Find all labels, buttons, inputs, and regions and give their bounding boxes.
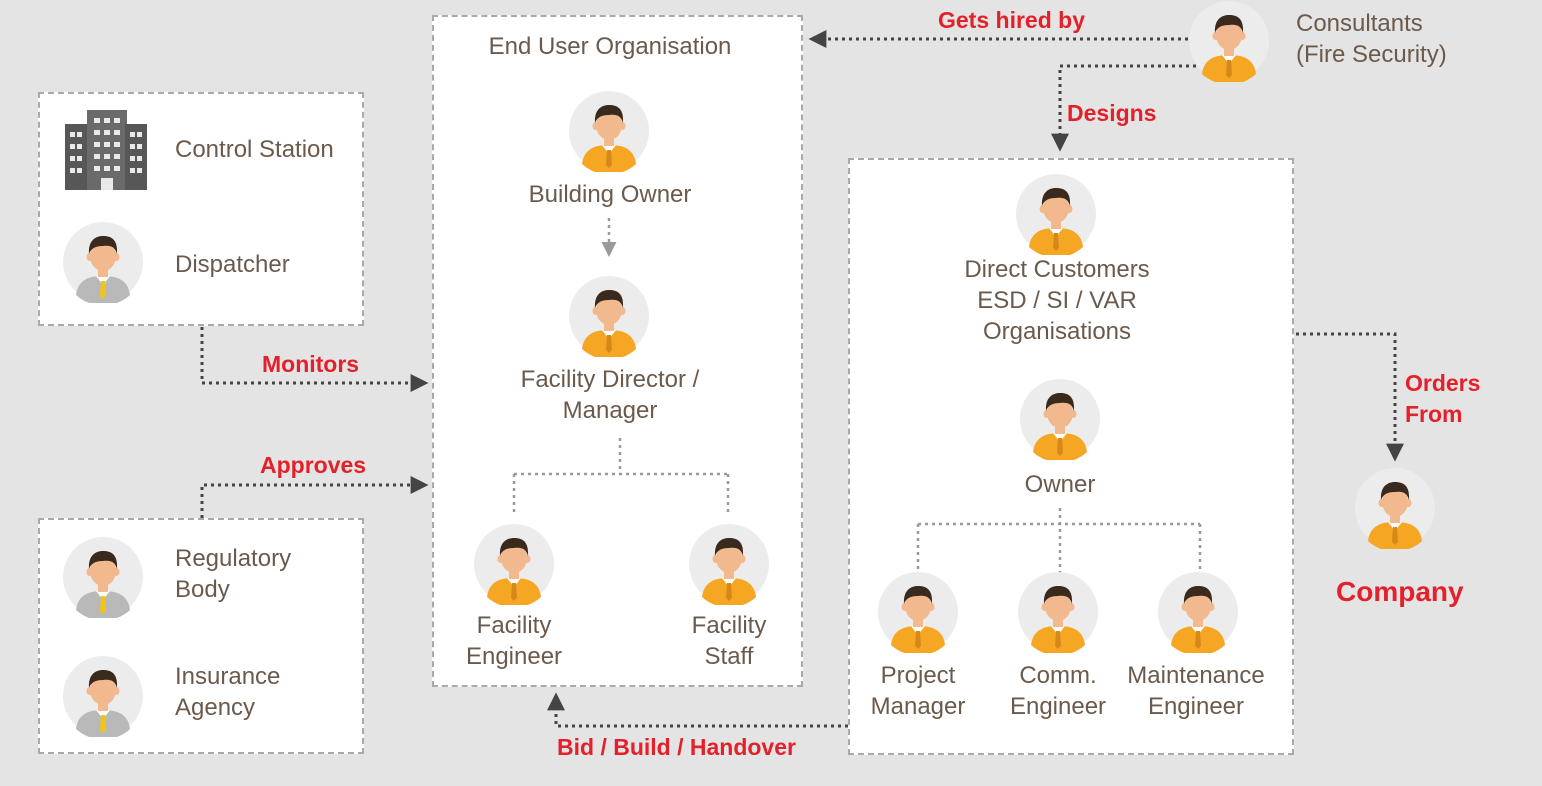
facility-director-label: Facility Director /Manager [520,366,700,424]
control-station-label: Control Station [175,136,334,163]
monitors-label: Monitors [262,351,360,377]
facility-engineer-avatar-icon [473,523,555,605]
dispatcher-label: Dispatcher [175,251,290,278]
comm-engineer-avatar-icon [1017,571,1099,653]
approves-connector [200,476,429,518]
regulatory-body-avatar-icon [62,536,144,618]
dispatcher-avatar-icon [62,221,144,303]
consultants-avatar-icon [1188,0,1270,82]
facility-director-avatar-icon [568,275,650,357]
building-owner-avatar-icon [568,90,650,172]
direct-customers-avatar-icon [1015,173,1097,255]
owner-label: Owner [1024,471,1096,498]
company-avatar-icon [1354,467,1436,549]
facility-staff-avatar-icon [688,523,770,605]
building-owner-label: Building Owner [528,181,692,208]
end-user-organisation-title: End User Organisation [488,33,732,60]
bid-build-handover-label: Bid / Build / Handover [557,734,796,760]
bid-build-handover-connector [547,692,848,728]
gets-hired-by-label: Gets hired by [938,7,1085,33]
insurance-agency-avatar-icon [62,655,144,737]
approves-label: Approves [260,452,367,478]
comm-engineer-label: Comm.Engineer [1009,662,1107,720]
owner-avatar-icon [1019,378,1101,460]
project-manager-avatar-icon [877,571,959,653]
consultants-label: Consultants(Fire Security) [1296,10,1447,68]
company-label: Company [1336,576,1464,607]
office-building-icon [61,106,151,192]
maintenance-engineer-avatar-icon [1157,571,1239,653]
designs-label: Designs [1067,100,1157,126]
orders-from-connector [1296,332,1404,462]
